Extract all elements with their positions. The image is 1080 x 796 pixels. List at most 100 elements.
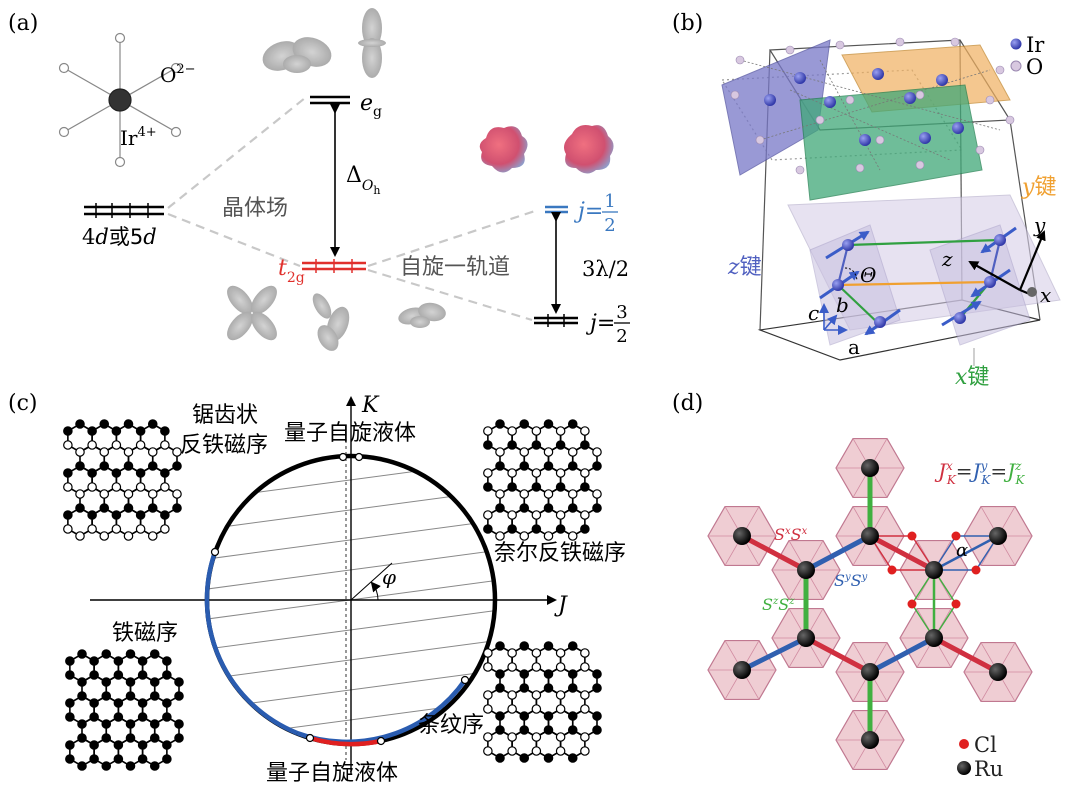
lattice-site — [161, 441, 169, 449]
lattice-site — [484, 705, 492, 713]
j-three-half-num: 3 — [616, 302, 627, 323]
lattice-site — [544, 504, 552, 512]
lattice-site — [508, 441, 516, 449]
lattice-site — [520, 712, 528, 720]
panel-d-label: (d) — [672, 391, 703, 416]
lattice-site — [102, 650, 110, 658]
lattice-site — [581, 483, 589, 491]
lattice-site — [496, 754, 504, 762]
panel-c: (c) K J φ — [8, 391, 626, 786]
eg-sub: g — [373, 104, 382, 120]
lattice-site — [175, 692, 183, 700]
qsl-bottom-label: 量子自旋液体 — [266, 761, 398, 786]
lattice-site — [484, 691, 492, 699]
oxygen-charge: 2− — [176, 62, 195, 77]
panel-a: (a) O2− Ir4+ — [8, 8, 630, 355]
lattice-site — [102, 762, 110, 770]
lattice-site — [173, 490, 181, 498]
lattice-site — [520, 684, 528, 692]
lattice-site — [581, 733, 589, 741]
eq-equals-1: = — [956, 459, 973, 483]
lattice-site — [569, 420, 577, 428]
lattice-site — [138, 699, 146, 707]
z-bond-letter: z — [727, 255, 740, 280]
legend-ru-label: Ru — [974, 757, 1003, 781]
lattice-site — [593, 712, 601, 720]
lattice-site — [124, 420, 132, 428]
orbital-or5: 或5 — [109, 225, 143, 249]
lattice-site — [112, 469, 120, 477]
lattice-site — [544, 462, 552, 470]
axis-j-label: J — [554, 593, 568, 618]
axis-a-label: a — [848, 335, 860, 359]
eq-sub-k3: K — [1014, 473, 1025, 487]
legend-cl-label: Cl — [974, 733, 997, 757]
lattice-site — [569, 670, 577, 678]
lattice-site — [569, 712, 577, 720]
lattice-site — [126, 762, 134, 770]
lattice-site — [520, 642, 528, 650]
lattice-site — [581, 747, 589, 755]
panel-d: (d) — [672, 391, 1032, 781]
j-three-half-den: 2 — [616, 326, 627, 347]
lattice-site — [484, 427, 492, 435]
lattice-site — [112, 525, 120, 533]
lattice-site — [136, 511, 144, 519]
eg-orbital-icon — [258, 8, 386, 78]
lattice-site — [581, 427, 589, 435]
lattice-site — [78, 650, 86, 658]
lattice-site — [90, 657, 98, 665]
lattice-site — [569, 504, 577, 512]
lattice-site — [556, 427, 564, 435]
lattice-site — [556, 747, 564, 755]
lattice-site — [136, 441, 144, 449]
svg-text:O2−: O2− — [160, 62, 196, 87]
lattice-site — [76, 490, 84, 498]
legend-ir-dot — [1011, 39, 1022, 50]
lattice-site — [64, 483, 72, 491]
lattice-site — [175, 678, 183, 686]
iridium-charge: 4+ — [137, 125, 156, 140]
lattice-site — [88, 483, 96, 491]
lattice-site — [138, 671, 146, 679]
lattice-site — [569, 448, 577, 456]
lattice-site — [175, 734, 183, 742]
lattice-site — [569, 754, 577, 762]
lattice-site — [78, 692, 86, 700]
lattice-site — [544, 420, 552, 428]
axis-y-label: y — [1033, 213, 1046, 237]
sxsx-s1: S — [774, 525, 785, 544]
lattice-site — [151, 734, 159, 742]
lattice-site — [149, 490, 157, 498]
lattice-site — [126, 720, 134, 728]
lattice-site — [569, 642, 577, 650]
lattice-site — [161, 525, 169, 533]
lattice-site — [569, 726, 577, 734]
lattice-site — [88, 427, 96, 435]
lattice-site — [544, 642, 552, 650]
lattice-site — [64, 441, 72, 449]
lattice-site — [100, 504, 108, 512]
eq-sup-y: y — [980, 459, 988, 473]
lattice-site — [161, 483, 169, 491]
lattice-site — [151, 678, 159, 686]
svg-text:ΔOh: ΔOh — [346, 163, 380, 197]
lattice-site — [593, 726, 601, 734]
lattice-site — [508, 469, 516, 477]
sxsx-s2: S — [791, 525, 802, 544]
lattice-site — [520, 670, 528, 678]
lattice-site — [173, 462, 181, 470]
lattice-site — [138, 713, 146, 721]
lattice-site — [100, 532, 108, 540]
delta-sub-h: h — [373, 184, 380, 197]
lattice-site — [88, 511, 96, 519]
lattice-site — [138, 657, 146, 665]
lattice-site — [520, 532, 528, 540]
lattice-site — [102, 734, 110, 742]
t2g-orbital-icon — [222, 281, 447, 354]
lattice-site — [569, 462, 577, 470]
lattice-site — [484, 733, 492, 741]
lattice-site — [76, 504, 84, 512]
y-bond-letter: y — [1021, 175, 1035, 200]
